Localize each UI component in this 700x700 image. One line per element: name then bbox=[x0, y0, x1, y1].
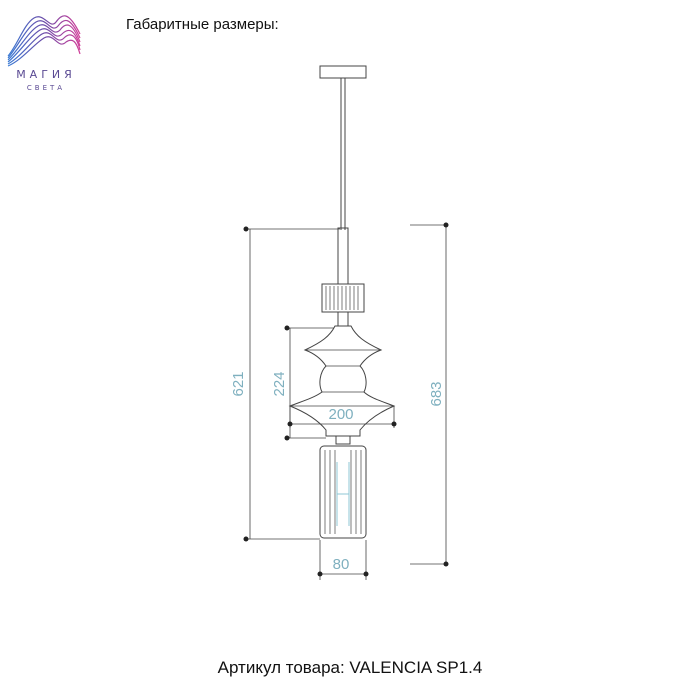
logo-waves-icon bbox=[7, 15, 81, 67]
dimension-shade-height: 224 bbox=[271, 371, 288, 396]
logo-subtitle: СВЕТА bbox=[26, 84, 66, 92]
ceiling-canopy bbox=[319, 65, 367, 79]
glass-shade bbox=[288, 325, 396, 437]
dimension-total-height: 683 bbox=[428, 381, 445, 406]
bulb-outline bbox=[336, 462, 350, 526]
brand-logo: МАГИЯ СВЕТА bbox=[4, 4, 84, 100]
page-title: Габаритные размеры: bbox=[126, 16, 279, 33]
dimension-shade-width: 200 bbox=[328, 406, 353, 423]
dimension-markers bbox=[243, 222, 449, 577]
logo-name: МАГИЯ bbox=[16, 68, 76, 81]
dimension-base-width: 80 bbox=[333, 556, 350, 573]
ribbed-cylinder bbox=[319, 445, 367, 539]
product-article: Артикул товара: VALENCIA SP1.4 bbox=[217, 658, 483, 677]
dimension-body-height: 621 bbox=[230, 371, 247, 396]
